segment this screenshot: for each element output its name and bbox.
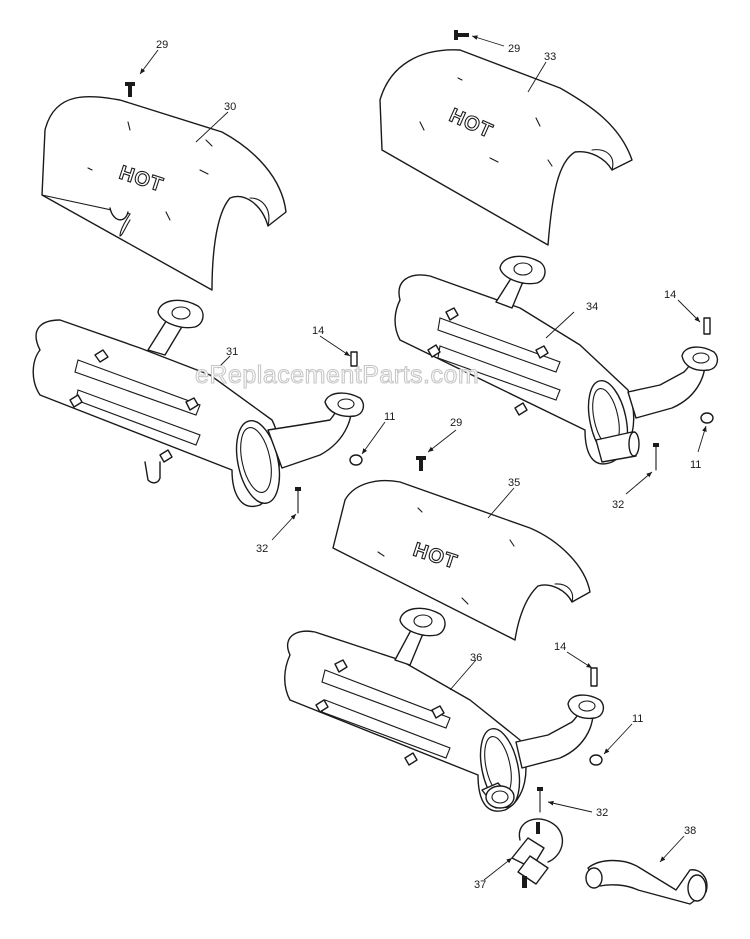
nut-11-bottom [589, 754, 603, 766]
bolt-32-bottom [537, 787, 543, 813]
nut-11-top-right [700, 412, 714, 424]
callout-35: 35 [508, 477, 520, 489]
callout-29: 29 [508, 43, 520, 55]
callout-11: 11 [632, 713, 643, 725]
heat-shield-35: HOT [332, 479, 591, 641]
callout-29: 29 [450, 417, 462, 429]
callout-32: 32 [256, 543, 268, 555]
stud-14-bottom [590, 667, 598, 687]
callout-11: 11 [384, 411, 395, 423]
callout-32: 32 [596, 807, 608, 819]
callout-leaders [139, 35, 707, 881]
stud-14-top-left [350, 351, 358, 367]
heat-shield-33: HOT [379, 49, 633, 246]
muffler-34 [394, 255, 719, 465]
callout-34: 34 [586, 301, 598, 313]
callout-11: 11 [690, 459, 701, 471]
clamp-37 [511, 818, 564, 888]
watermark-text: eReplacementParts.com [195, 361, 479, 389]
screw-29-top-right [454, 30, 469, 40]
callout-29: 29 [156, 39, 168, 51]
nut-11-top-left [349, 454, 363, 466]
bolt-32-top-left [295, 487, 301, 514]
callout-31: 31 [226, 346, 238, 358]
heat-shield-30: HOT [41, 96, 287, 291]
callout-30: 30 [224, 101, 236, 113]
callout-32: 32 [612, 499, 624, 511]
callout-14: 14 [664, 289, 676, 301]
bolt-32-top-right [653, 443, 659, 471]
muffler-31 [32, 299, 365, 508]
callout-33: 33 [544, 51, 556, 63]
screw-29-bottom [416, 456, 426, 471]
screw-29-top-left [125, 82, 135, 97]
callout-37: 37 [474, 879, 486, 891]
muffler-36 [284, 607, 605, 812]
callout-14: 14 [312, 325, 324, 337]
callout-38: 38 [684, 825, 696, 837]
callout-14: 14 [554, 641, 566, 653]
callout-36: 36 [470, 652, 482, 664]
callout-labels: 29 30 31 14 11 32 29 33 34 14 11 32 29 3… [156, 39, 701, 891]
tailpipe-38 [585, 859, 708, 905]
stud-14-top-right [703, 317, 711, 335]
